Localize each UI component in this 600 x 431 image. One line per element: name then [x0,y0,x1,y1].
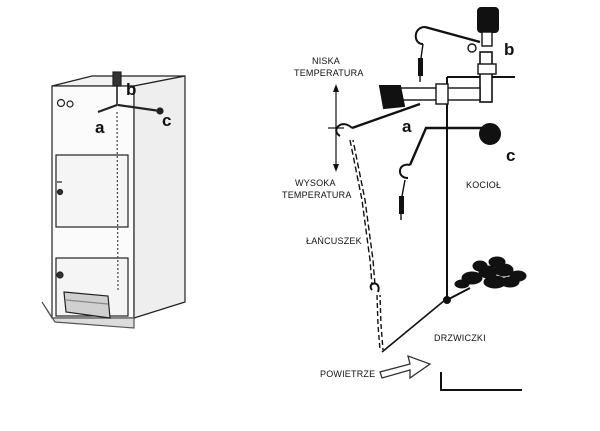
marker-a: a [402,117,412,136]
floor-corner [440,372,522,391]
label-niska-2: TEMPERATURA [294,68,364,78]
schematic [328,7,522,391]
weight-c [479,123,501,145]
label-niska-1: NISKA [312,56,340,66]
label-wysoka-1: WYSOKA [295,178,336,188]
lower-door-handle [56,271,64,279]
left-lever-a [97,103,118,114]
boiler-ash-flap [63,291,111,319]
boiler-port-2 [66,100,74,108]
label-chain: ŁAŃCUSZEK [306,236,362,246]
counterweight-left [378,85,406,110]
regulator-body [479,51,493,103]
lever-b [424,25,481,44]
marker-b: b [504,40,514,59]
label-boiler: KOCIOŁ [466,180,501,190]
left-marker-b: b [126,80,136,99]
left-lever-c [117,103,161,113]
hook-c [399,163,411,179]
hook-a-top [335,123,353,137]
label-wysoka-2: TEMPERATURA [282,190,352,200]
boiler-base [41,301,135,329]
door-line [446,287,471,301]
upper-door-handle [56,188,64,196]
chain-to-door [381,299,446,353]
chain [349,139,446,353]
hook-b [414,26,426,45]
left-marker-a: a [95,118,105,137]
boiler-port-1 [56,98,66,108]
coal-pile [454,256,527,289]
boiler-side-face [133,75,186,319]
label-air: POWIETRZE [320,369,375,379]
lever-c [408,126,486,166]
air-arrow [379,354,432,380]
marker-c: c [506,146,515,165]
lever-a [351,102,421,130]
regulator-knob [477,7,499,33]
sprocket-b [467,43,477,53]
label-door: DRZWICZKI [434,333,486,343]
left-marker-c: c [162,111,171,130]
boiler-upper-door [55,154,129,228]
left-regulator-cap [112,71,122,87]
boiler-illustration [41,71,186,329]
